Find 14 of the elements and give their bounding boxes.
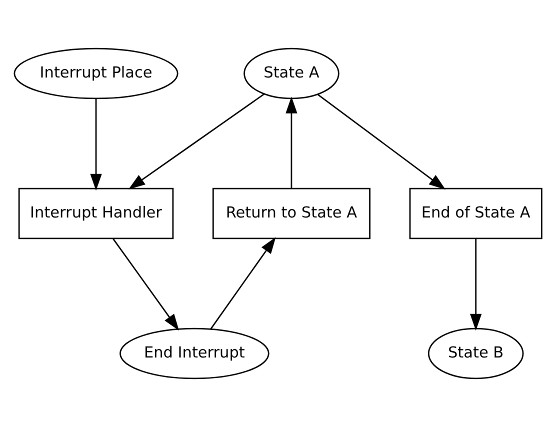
arrow (112, 238, 180, 331)
node-ellipse: State B (428, 328, 524, 380)
node-ellipse: End Interrupt (120, 328, 270, 380)
node-box: Return to State A (212, 188, 370, 240)
node-box: End of State A (409, 188, 542, 240)
arrow (128, 93, 265, 190)
arrow (470, 238, 482, 331)
node-ellipse: State A (244, 48, 340, 100)
arrow (286, 96, 298, 188)
arrow (317, 94, 446, 190)
arrow (90, 98, 102, 191)
node-ellipse: Interrupt Place (14, 48, 178, 100)
node-box: Interrupt Handler (18, 188, 174, 240)
arrow (210, 237, 276, 330)
